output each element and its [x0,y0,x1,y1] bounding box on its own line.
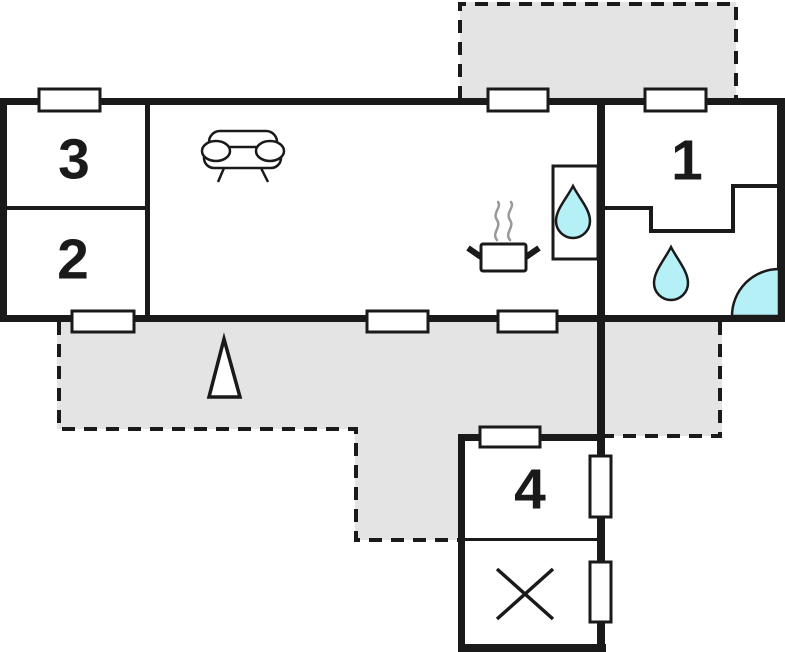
room-3-label: 3 [58,127,90,192]
wall-top [0,98,785,105]
room-1-label: 1 [671,128,703,193]
steam-icon [506,200,514,242]
terrace-areas [57,2,736,540]
sofa-armrest-left [200,139,232,163]
sofa-legs [216,167,270,183]
wall-annex-bottom [458,644,606,652]
wall-room4-left [458,434,465,652]
terrace-dashed-borders [57,2,738,542]
window-top-kitchen [486,87,550,113]
wall-room1-step-a [601,206,653,210]
room-4-label: 4 [514,457,546,522]
stove-pot-icon [466,200,541,273]
wall-right [777,98,785,322]
wall-room1-step-c [649,229,735,233]
window-top-room1 [643,87,708,113]
window-room4-top [478,425,542,449]
room-2-label: 2 [57,227,89,292]
x-mark-icon [495,567,555,621]
sink-water-drop-icon [554,183,592,240]
pot-body [479,242,528,273]
window-bottom-room2 [70,309,136,334]
windows [37,87,708,624]
window-bottom-kitchen [496,309,559,334]
top-terrace-border [458,2,738,99]
main-terrace-border-right [604,322,722,438]
window-bottom-living [365,309,430,334]
window-annex-right [588,560,613,624]
wall-center-vertical [597,98,605,652]
top-terrace-area [460,2,736,99]
wall-room1-step-d [731,184,735,233]
tree-icon [206,332,243,399]
wall-room4-divider [461,538,598,541]
water-drop-icon [652,244,690,302]
main-terrace-border-left [57,322,459,542]
pot-handles [466,245,541,260]
shower-quarter-circle-icon [730,267,781,318]
sofa-armrest-right [254,139,286,163]
window-top-room3 [37,87,102,113]
wall-room1-step-e [731,184,777,188]
window-room4-right [588,454,613,519]
wall-room3-room2-divider [0,206,150,210]
wall-room1-step-b [649,206,653,233]
sofa-icon [200,129,286,183]
steam-icon [493,200,501,242]
